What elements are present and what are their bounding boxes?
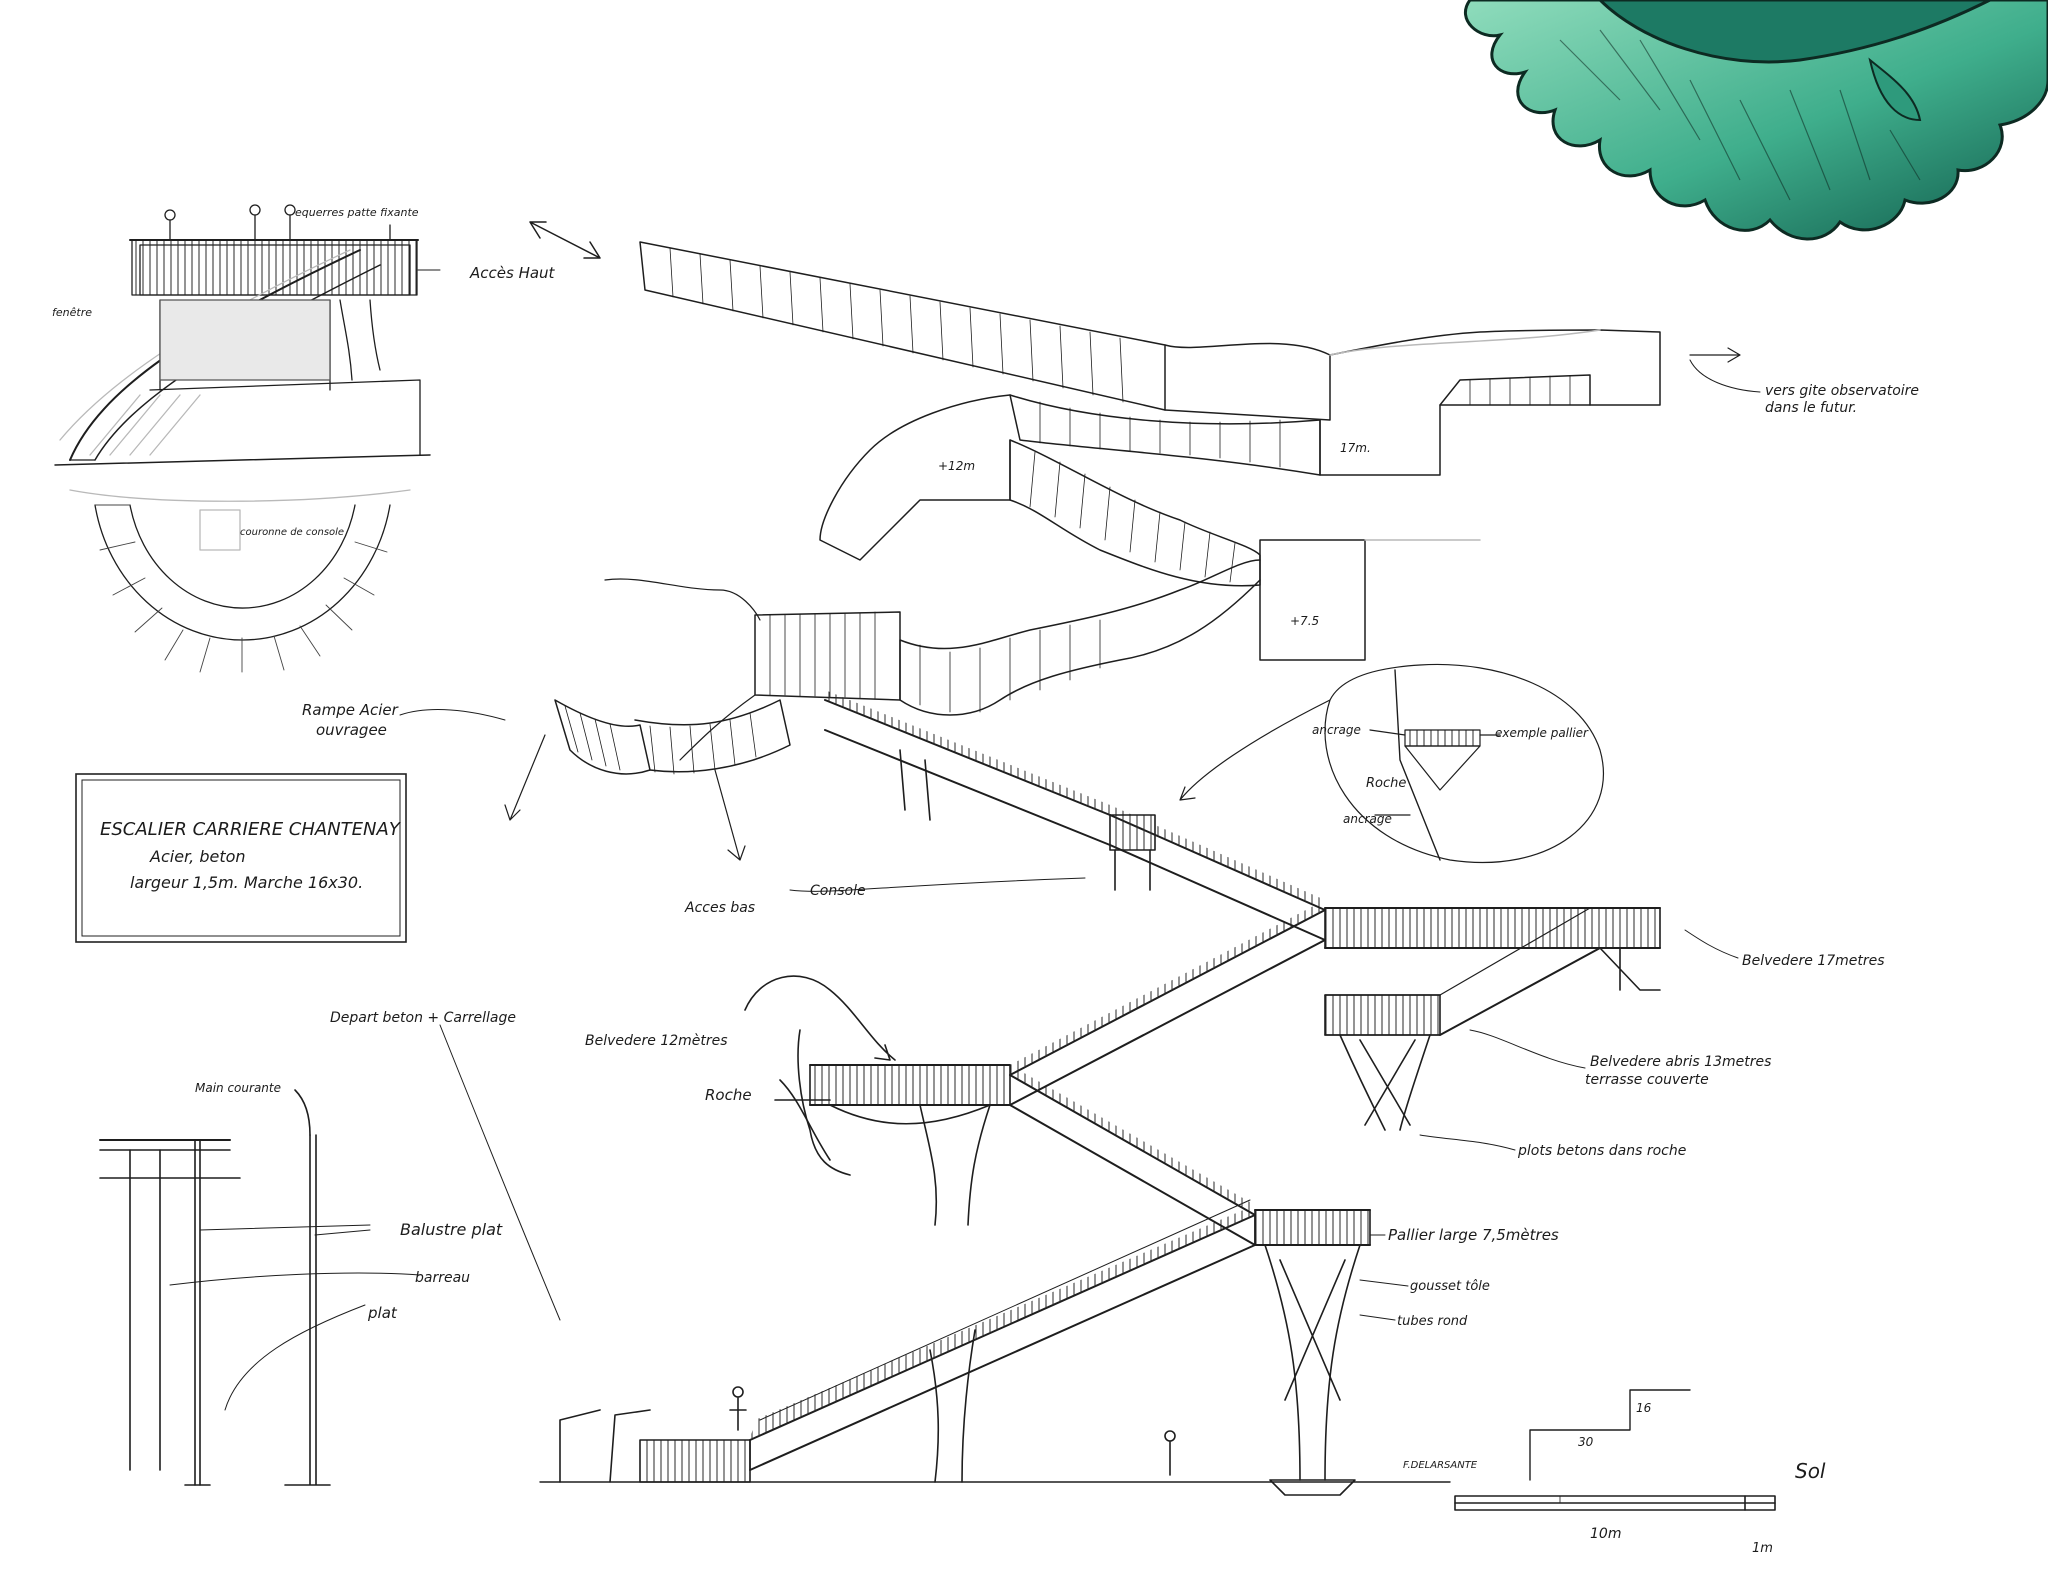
label-dans-futur: dans le futur. xyxy=(1765,400,1857,416)
label-acces-bas: Acces bas xyxy=(684,900,755,916)
title-line-1: ESCALIER CARRIERE CHANTENAY xyxy=(100,819,402,840)
label-belvedere-12: Belvedere 12mètres xyxy=(585,1033,728,1049)
label-scale-1: 1m xyxy=(1752,1541,1773,1556)
label-step-16: 16 xyxy=(1636,1401,1652,1415)
balustrade-detail xyxy=(99,1089,421,1486)
label-terrasse: terrasse couverte xyxy=(1585,1072,1709,1088)
label-acces-haut: Accès Haut xyxy=(469,264,556,282)
label-rampe-1: Rampe Acier xyxy=(302,701,399,719)
label-rampe-2: ouvragee xyxy=(316,721,387,739)
label-plots: plots betons dans roche xyxy=(1517,1143,1686,1159)
label-main-courante: Main courante xyxy=(195,1081,281,1095)
circular-plan xyxy=(69,489,411,673)
title-line-3: largeur 1,5m. Marche 16x30. xyxy=(130,873,363,892)
label-barreau: barreau xyxy=(415,1270,470,1286)
label-signature: F.DELARSANTE xyxy=(1403,1460,1478,1471)
label-ancrage-top: ancrage xyxy=(1312,723,1361,737)
label-roche: Roche xyxy=(705,1086,752,1104)
label-plat: plat xyxy=(367,1304,398,1322)
label-belvedere-abris: Belvedere abris 13metres xyxy=(1590,1054,1771,1070)
leaf-illustration xyxy=(1463,0,2048,241)
label-exemple-pallier: exemple pallier xyxy=(1495,726,1589,740)
label-equerre: equerres patte fixante xyxy=(295,206,419,219)
annotations: equerres patte fixante fenêtre couronne … xyxy=(52,206,1919,1556)
label-couronne: couronne de console xyxy=(240,527,344,538)
label-depart: Depart beton + Carrellage xyxy=(330,1010,516,1026)
label-belvedere-17: Belvedere 17metres xyxy=(1742,953,1885,969)
title-line-2: Acier, beton xyxy=(149,847,246,866)
label-scale-10: 10m xyxy=(1590,1526,1621,1542)
detail-bubble xyxy=(1179,663,1605,864)
label-vers-gite: vers gite observatoire xyxy=(1765,383,1919,399)
label-gousset: gousset tôle xyxy=(1410,1279,1490,1294)
label-step-30: 30 xyxy=(1578,1435,1594,1449)
label-sol: Sol xyxy=(1795,1459,1826,1483)
label-height-75: +7.5 xyxy=(1290,614,1319,628)
label-ancrage-bottom: ancrage xyxy=(1343,812,1392,826)
perspective-sketch xyxy=(54,204,431,466)
leader-lines xyxy=(399,269,1761,1321)
label-pallier-large: Pallier large 7,5mètres xyxy=(1388,1226,1559,1244)
label-height-17: 17m. xyxy=(1340,441,1371,455)
title-block: ESCALIER CARRIERE CHANTENAY Acier, beton… xyxy=(75,773,407,943)
main-elevation xyxy=(539,690,1776,1511)
label-fenetre: fenêtre xyxy=(52,306,92,319)
label-tubes: tubes rond xyxy=(1397,1314,1468,1329)
label-height-12: +12m xyxy=(938,459,975,473)
stair-plan xyxy=(504,221,1741,861)
label-balustre: Balustre plat xyxy=(400,1220,503,1239)
label-roche-detail: Roche xyxy=(1366,776,1406,791)
